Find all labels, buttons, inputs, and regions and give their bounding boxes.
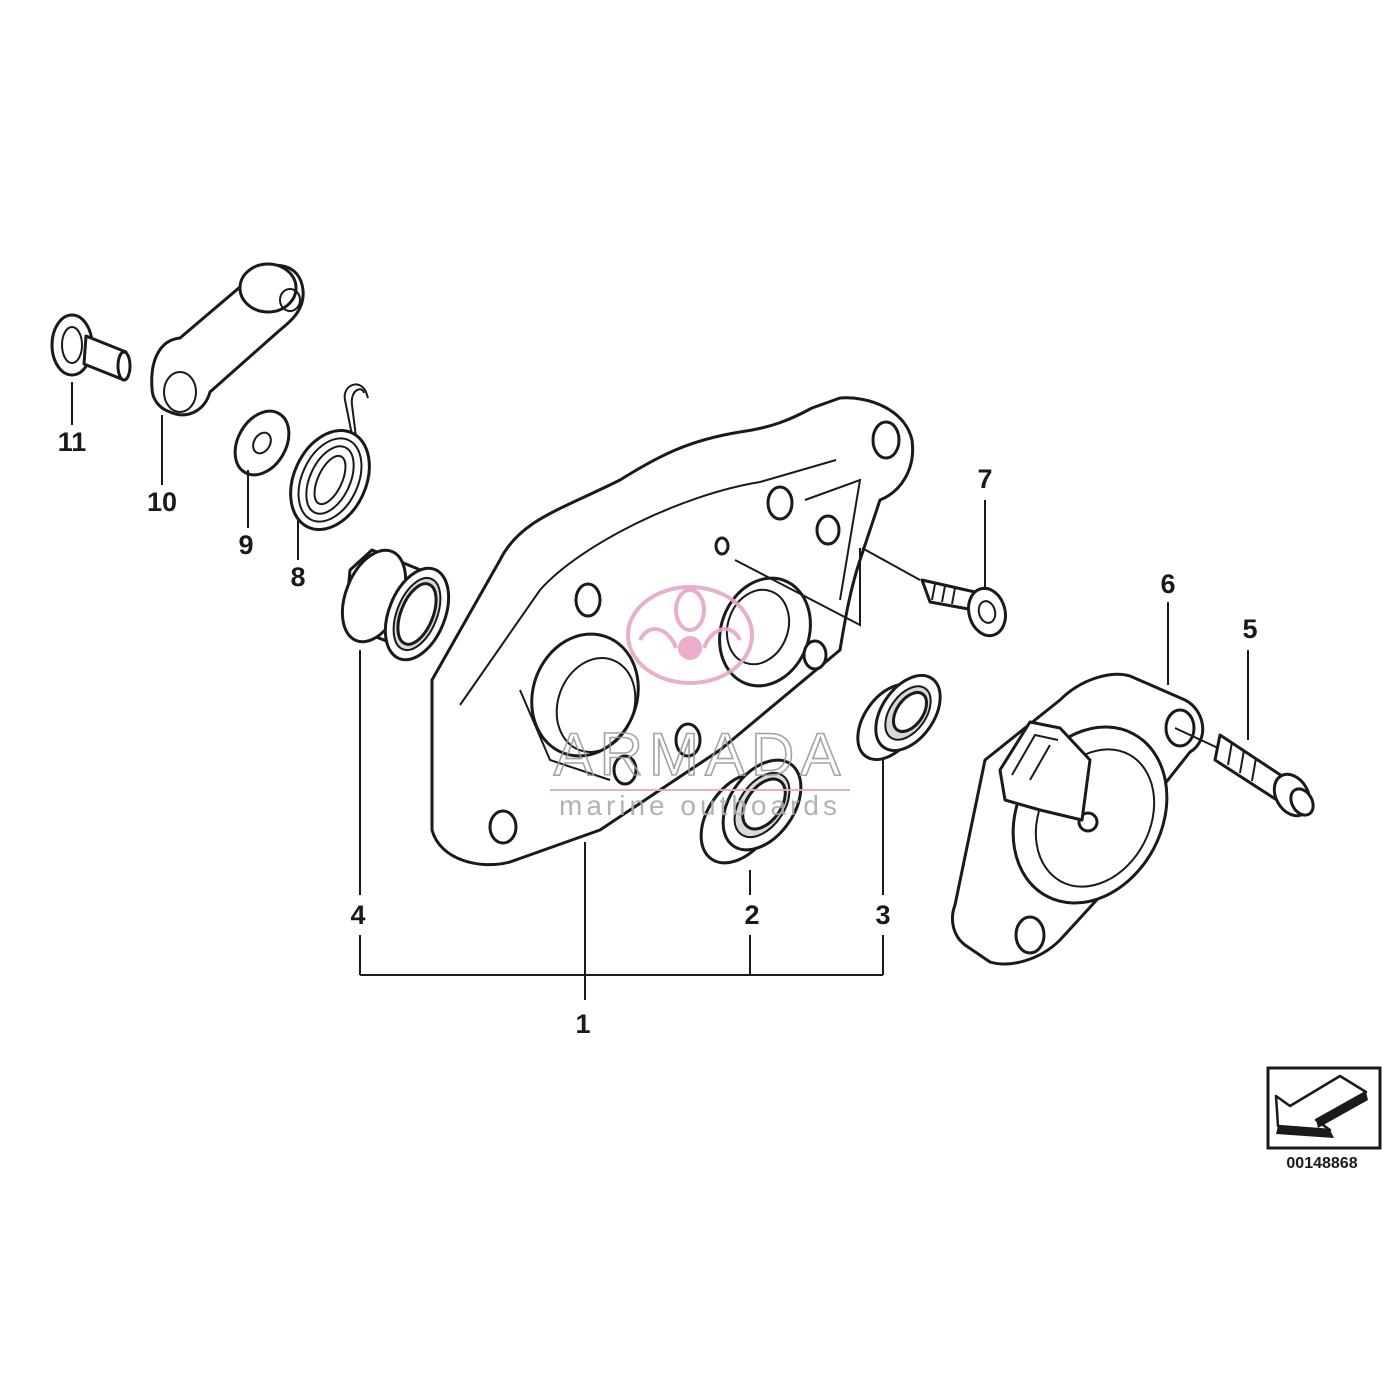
callout-8: 8 (290, 562, 305, 592)
callout-10: 10 (147, 487, 177, 517)
part-7-screw (920, 578, 1007, 638)
callout-5: 5 (1242, 614, 1257, 644)
diagram-id: 00148868 (1286, 1155, 1357, 1172)
callout-3: 3 (875, 900, 890, 930)
callout-4: 4 (350, 900, 365, 930)
part-2-seal (699, 758, 803, 865)
orientation-box: 00148868 (1266, 1066, 1382, 1172)
direction-arrow-icon (1274, 1074, 1368, 1138)
part-4-bushing (340, 548, 451, 662)
part-3-seal (856, 674, 942, 761)
leader-lines (71, 382, 1249, 1000)
callout-11: 11 (58, 427, 87, 457)
part-11-pin (50, 313, 132, 382)
part-8-spring (289, 383, 371, 532)
watermark-tagline: marine outboards (559, 790, 841, 821)
callout-2: 2 (744, 900, 759, 930)
part-10-lever (150, 262, 305, 417)
callout-6: 6 (1160, 569, 1175, 599)
callout-1: 1 (575, 1009, 590, 1039)
part-6-cover (951, 672, 1205, 966)
part-5-bolt (1213, 733, 1315, 818)
callout-labels: 11 10 9 8 7 6 5 4 2 3 1 (58, 427, 1258, 1039)
callout-9: 9 (238, 530, 253, 560)
propeller-logo-icon (626, 585, 754, 685)
part-1-housing (430, 396, 915, 867)
watermark-name: ARMADA (554, 721, 847, 788)
watermark: ARMADA marine outboards (550, 585, 850, 821)
assembly-lines (734, 547, 1219, 749)
callout-7: 7 (977, 464, 992, 494)
part-9-washer (233, 409, 291, 477)
